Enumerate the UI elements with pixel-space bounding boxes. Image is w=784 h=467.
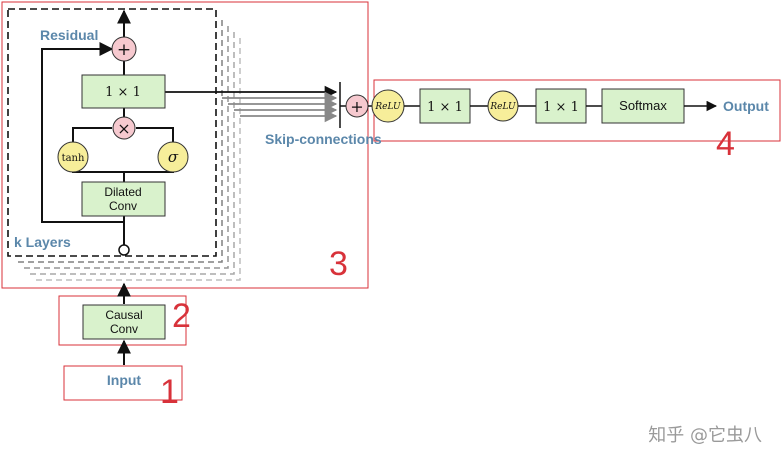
- region-number-2: 2: [172, 297, 191, 335]
- region-1-box: [63, 365, 183, 401]
- region-number-3: 3: [329, 245, 348, 283]
- skip-sum-symbol: +: [350, 97, 363, 116]
- layer-frame: [7, 8, 217, 257]
- conv1x1-top-box: [81, 74, 166, 109]
- conv1x1-top-label: 1 × 1: [105, 85, 141, 100]
- residual-label: Residual: [40, 27, 98, 43]
- k-layers-label: k Layers: [14, 234, 71, 250]
- sigma-circle: [157, 141, 189, 173]
- skip-lines-stacked: [222, 91, 338, 123]
- residual-add-circle: [111, 36, 137, 62]
- residual-add-symbol: +: [117, 40, 131, 60]
- region-number-1: 1: [160, 373, 179, 411]
- gate-multiply-circle: [112, 116, 136, 140]
- watermark: 知乎 @它虫八: [648, 425, 762, 446]
- tanh-circle: [57, 141, 89, 173]
- input-label: Input: [107, 372, 142, 388]
- relu-label-1: ReLU: [374, 102, 401, 112]
- residual-path: [41, 42, 124, 223]
- skip-connections-label: Skip-connections: [265, 131, 382, 147]
- dilated-conv-label-1: Dilated: [104, 185, 141, 199]
- relu-label-2: ReLU: [489, 102, 516, 112]
- post-conv2-label: 1 × 1: [543, 100, 579, 115]
- stacked-layers: [14, 20, 241, 281]
- post-conv1-box: [419, 88, 471, 124]
- layer-input-node: [118, 244, 130, 256]
- sigma-label: σ: [168, 148, 179, 166]
- causal-conv-label-2: Conv: [110, 322, 138, 336]
- post-conv1-label: 1 × 1: [427, 100, 463, 115]
- region-3-box: [1, 1, 369, 289]
- dilated-conv-box: [81, 181, 166, 217]
- causal-conv-label-1: Causal: [105, 308, 142, 322]
- output-label: Output: [723, 98, 769, 114]
- gate-multiply-symbol: ×: [117, 119, 130, 138]
- region-number-4: 4: [716, 125, 735, 163]
- causal-conv-box: [82, 304, 166, 340]
- dilated-conv-label-2: Conv: [109, 199, 137, 213]
- softmax-label: Softmax: [619, 98, 667, 113]
- tanh-label: tanh: [62, 153, 85, 164]
